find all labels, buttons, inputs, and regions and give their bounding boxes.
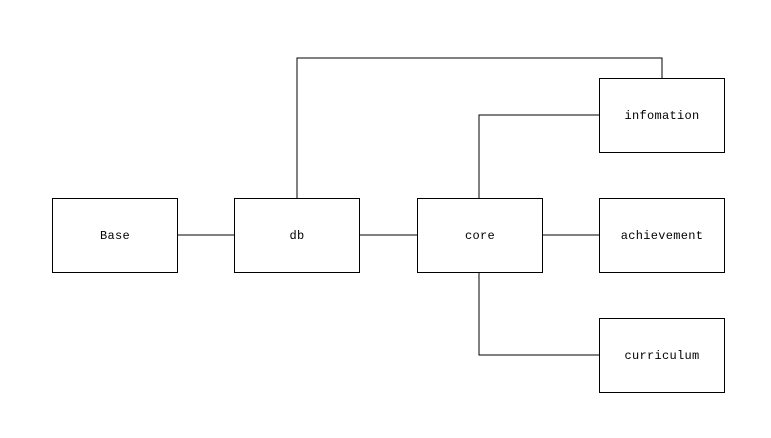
node-db[interactable]: db [234, 198, 360, 273]
node-curriculum[interactable]: curriculum [599, 318, 725, 393]
node-db-label: db [289, 228, 305, 243]
node-core[interactable]: core [417, 198, 543, 273]
node-infomation-label: infomation [624, 108, 700, 123]
node-infomation[interactable]: infomation [599, 78, 725, 153]
node-base[interactable]: Base [52, 198, 178, 273]
node-curriculum-label: curriculum [624, 348, 700, 363]
node-core-label: core [464, 228, 495, 243]
node-base-label: Base [99, 228, 130, 243]
edge-core-infomation [478, 114, 599, 198]
edge-core-curriculum [478, 273, 599, 356]
node-achievement-label: achievement [620, 228, 704, 243]
edge-db-infomation [296, 57, 663, 198]
node-achievement[interactable]: achievement [599, 198, 725, 273]
